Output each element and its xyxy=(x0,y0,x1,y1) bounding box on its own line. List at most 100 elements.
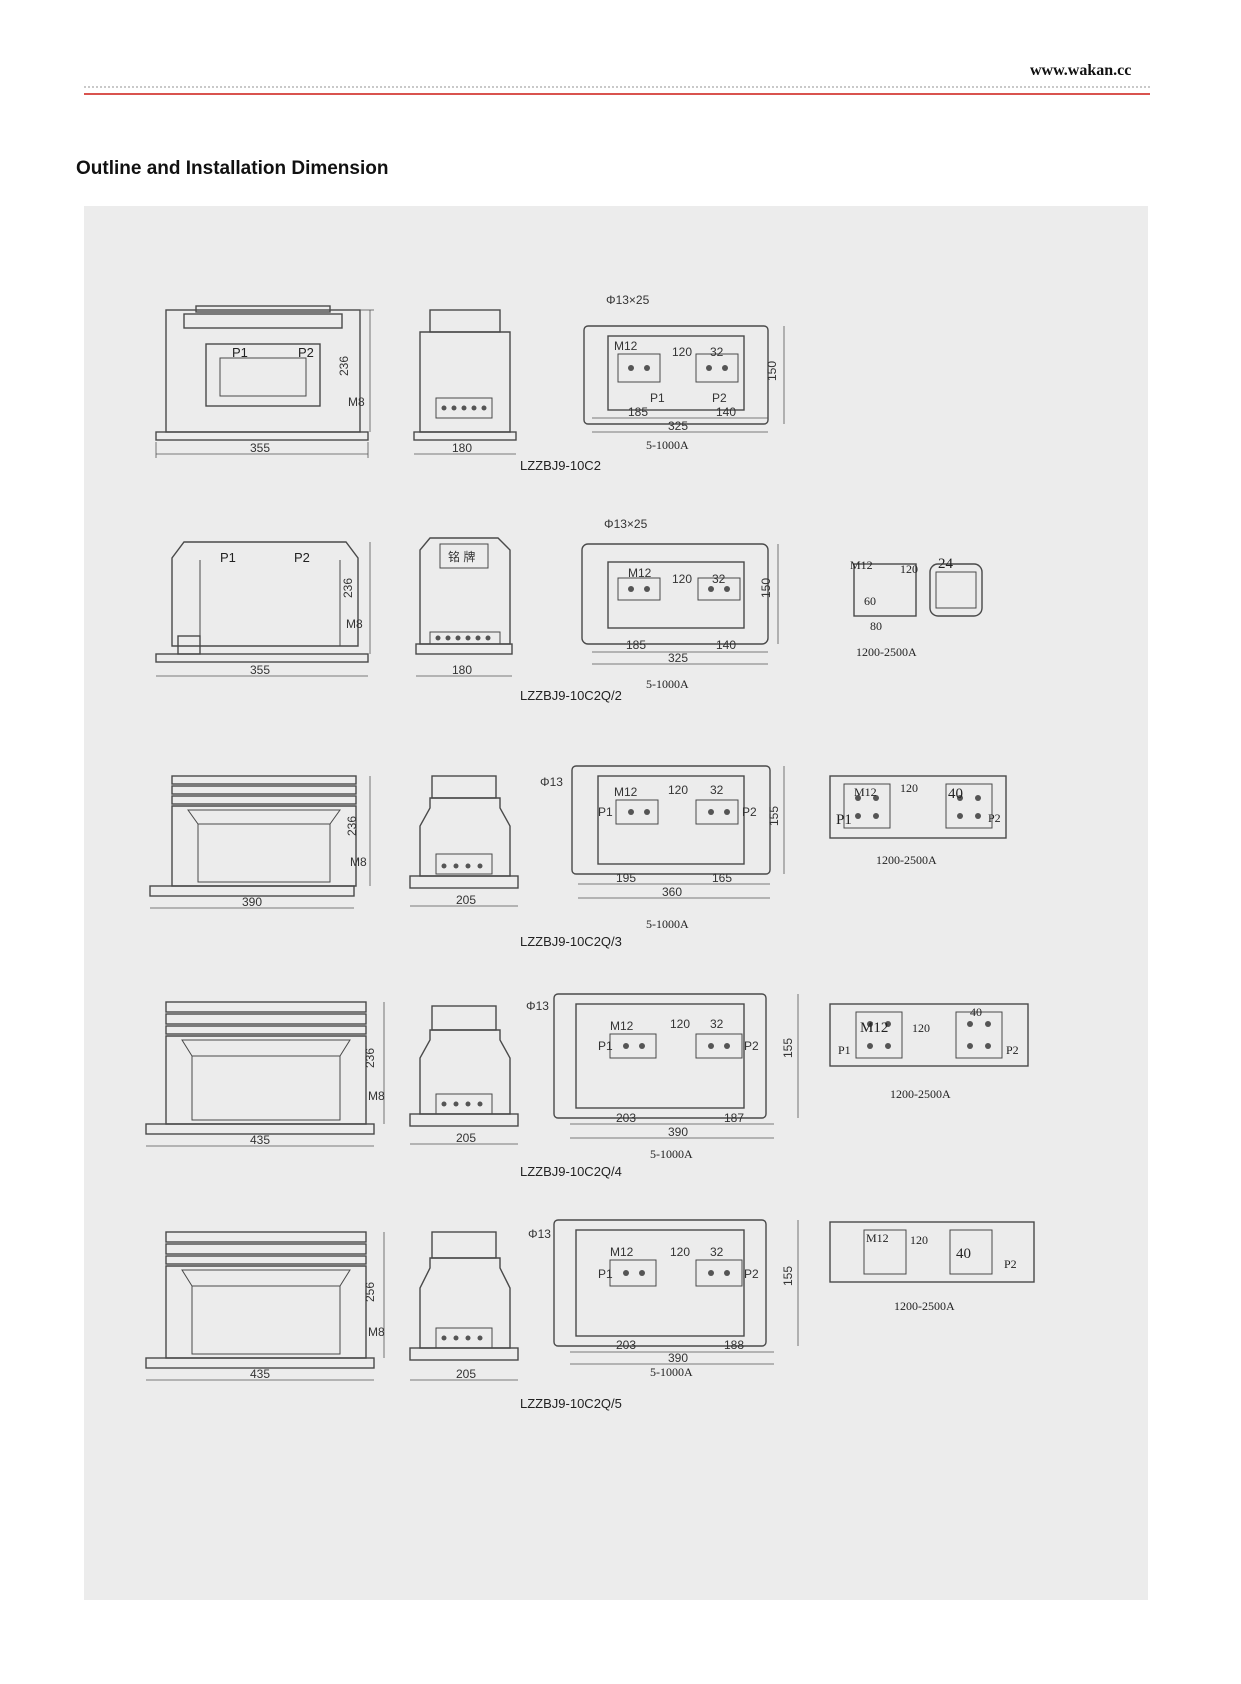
p1-top: P1 xyxy=(650,391,665,405)
height: 236 xyxy=(341,578,355,598)
side-view: 205 xyxy=(409,1231,519,1381)
hole: Φ13 xyxy=(526,999,549,1013)
pitch: 120 xyxy=(900,562,918,576)
current-main: 5-1000A xyxy=(646,677,689,691)
terminal-label: M12 xyxy=(860,1020,888,1036)
model-label: LZZBJ9-10C2Q/5 xyxy=(520,1396,622,1411)
front-view: P1 P2 355 236 M8 xyxy=(155,541,371,677)
drawing-panel: P1 P2 355 236 M8 180 M12 120 32 Φ13×25 xyxy=(84,206,1148,1600)
side-view: 180 xyxy=(413,309,517,455)
top-view: M12 120 32 P1 P2 Φ13 155 203 187 390 5-1… xyxy=(526,993,799,1161)
header-red-rule xyxy=(84,93,1150,95)
side-width: 205 xyxy=(456,1367,476,1381)
depth: 155 xyxy=(767,806,781,826)
model-label: LZZBJ9-10C2Q/3 xyxy=(520,934,622,949)
front-width: 390 xyxy=(242,895,262,909)
bolt: M8 xyxy=(346,617,363,631)
terminal-dots xyxy=(441,405,487,411)
p1-top: P1 xyxy=(598,1267,613,1281)
total-span: 390 xyxy=(668,1351,688,1365)
alt-w: 80 xyxy=(870,619,882,633)
right-span: 140 xyxy=(716,638,736,652)
pitch: 120 xyxy=(912,1021,930,1035)
model-label: LZZBJ9-10C2Q/4 xyxy=(520,1164,622,1179)
p2-top: P2 xyxy=(744,1267,759,1281)
terminal-dots xyxy=(441,863,483,869)
bolt: M8 xyxy=(350,855,367,869)
terminal-label: M12 xyxy=(610,1019,634,1033)
height: 236 xyxy=(337,356,351,376)
model-label: LZZBJ9-10C2Q/2 xyxy=(520,688,622,703)
terminal-label: M12 xyxy=(614,785,638,799)
pitch: 120 xyxy=(672,572,692,586)
bolt: M8 xyxy=(368,1325,385,1339)
hole: Φ13 xyxy=(528,1227,551,1241)
p2-top: P2 xyxy=(744,1039,759,1053)
depth: 155 xyxy=(781,1266,795,1286)
p2-label: P2 xyxy=(298,345,314,360)
hole: Φ13 xyxy=(540,775,563,789)
model-label: LZZBJ9-10C2 xyxy=(520,458,601,473)
p2-top: P2 xyxy=(712,391,727,405)
side-width: 180 xyxy=(452,441,472,455)
alt-bar: 40 xyxy=(948,786,963,802)
depth: 150 xyxy=(765,361,779,381)
bar: 32 xyxy=(712,572,726,586)
current-main: 5-1000A xyxy=(650,1365,693,1379)
front-view: 390 236 M8 xyxy=(149,775,371,909)
terminal-label: M12 xyxy=(866,1231,889,1245)
right-span: 187 xyxy=(724,1111,744,1125)
total-span: 390 xyxy=(668,1125,688,1139)
terminal-dots xyxy=(441,1101,483,1107)
pitch: 120 xyxy=(670,1017,690,1031)
nameplate: 铭 牌 xyxy=(448,549,475,564)
alt-bar: 40 xyxy=(956,1246,971,1262)
top-view: M12 120 32 Φ13×25 P1 P2 150 185 140 325 … xyxy=(583,293,785,452)
side-view: 铭 牌 180 xyxy=(415,537,513,677)
front-width: 435 xyxy=(250,1133,270,1147)
p1-label: P1 xyxy=(232,345,248,360)
alt-bar: 24 xyxy=(938,556,954,572)
hole: Φ13×25 xyxy=(604,517,648,531)
bolt: M8 xyxy=(368,1089,385,1103)
front-view: P1 P2 355 236 M8 xyxy=(155,305,374,458)
alt-p2: P2 xyxy=(988,811,1001,825)
right-span: 165 xyxy=(712,871,732,885)
front-width: 435 xyxy=(250,1367,270,1381)
row-1: P1 P2 355 236 M8 180 M12 120 32 Φ13×25 xyxy=(155,293,785,473)
bar: 32 xyxy=(710,345,724,359)
pitch: 120 xyxy=(668,783,688,797)
alt-terminal-view: M12 120 40 P1 P2 1200-2500A xyxy=(829,1003,1029,1101)
terminal-label: M12 xyxy=(854,785,877,799)
total-span: 325 xyxy=(668,651,688,665)
depth: 150 xyxy=(759,578,773,598)
current-alt: 1200-2500A xyxy=(876,853,937,867)
section-title: Outline and Installation Dimension xyxy=(76,158,389,179)
alt-p2: P2 xyxy=(1006,1043,1019,1057)
left-span: 203 xyxy=(616,1338,636,1352)
terminal-dots xyxy=(441,1335,483,1341)
left-span: 185 xyxy=(626,638,646,652)
total-span: 325 xyxy=(668,419,688,433)
alt-p1: P1 xyxy=(838,1043,851,1057)
site-url[interactable]: www.wakan.cc xyxy=(1030,62,1132,79)
left-span: 185 xyxy=(628,405,648,419)
bolt: M8 xyxy=(348,395,365,409)
side-view: 205 xyxy=(409,1005,519,1145)
side-width: 205 xyxy=(456,1131,476,1145)
top-view: M12 120 32 Φ13×25 150 185 140 325 5-1000… xyxy=(581,517,779,691)
height: 256 xyxy=(363,1282,377,1302)
top-view: M12 120 32 P1 P2 Φ13 155 195 165 360 5-1… xyxy=(540,765,785,931)
terminal-label: M12 xyxy=(614,339,638,353)
current-alt: 1200-2500A xyxy=(890,1087,951,1101)
alt-terminal-view: M12 120 40 P2 1200-2500A xyxy=(829,1221,1035,1313)
current-main: 5-1000A xyxy=(650,1147,693,1161)
current-main: 5-1000A xyxy=(646,438,689,452)
row-5: 435 256 M8 205 M12 120 32 P1 P2 Φ13 155 … xyxy=(145,1219,1035,1411)
depth: 155 xyxy=(781,1038,795,1058)
height: 236 xyxy=(363,1048,377,1068)
alt-terminal-view: M12 120 40 P1 P2 1200-2500A xyxy=(829,775,1007,867)
alt-bar: 40 xyxy=(970,1005,982,1019)
p1-top: P1 xyxy=(598,805,613,819)
front-width: 355 xyxy=(250,441,270,455)
